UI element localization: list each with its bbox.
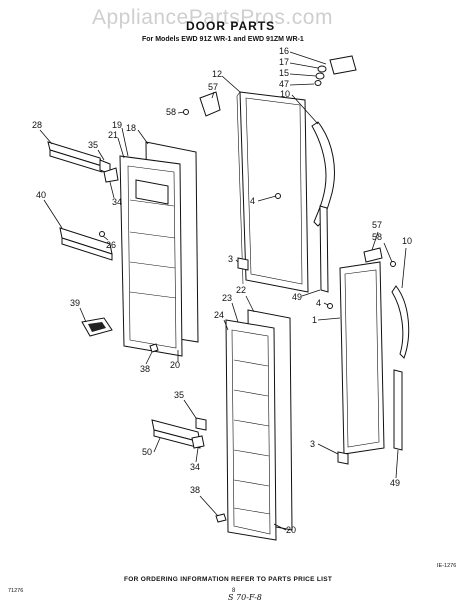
callout-12: 12 <box>212 69 222 79</box>
callout-3-lower: 3 <box>310 439 315 449</box>
callout-22: 22 <box>236 285 246 295</box>
part-hinge-lower <box>363 247 396 267</box>
callout-4-lower: 4 <box>316 298 321 308</box>
callout-21: 21 <box>108 130 118 140</box>
models-subtitle: For Models EWD 91Z WR-1 and EWD 91ZM WR-… <box>142 36 304 43</box>
callouts: 16 17 15 47 12 57 10 58 19 18 21 28 35 <box>32 46 412 535</box>
callout-19: 19 <box>112 120 122 130</box>
callout-40: 40 <box>36 190 46 200</box>
callout-57-lower: 57 <box>372 220 382 230</box>
part-tray-39 <box>81 317 113 337</box>
callout-23: 23 <box>222 293 232 303</box>
callout-20-upper: 20 <box>170 360 180 370</box>
page-number: 8 <box>232 588 236 594</box>
callout-35-lower: 35 <box>174 390 184 400</box>
callout-1: 1 <box>312 315 317 325</box>
callout-17: 17 <box>279 57 289 67</box>
part-vertical-trim-lower <box>393 369 403 451</box>
page-title: DOOR PARTS <box>186 19 276 33</box>
part-screw-38-upper <box>149 343 159 353</box>
callout-26: 26 <box>106 240 116 250</box>
part-freezer-door-liner <box>119 141 199 357</box>
callout-38-upper: 38 <box>140 364 150 374</box>
part-screw-4-upper <box>275 193 281 199</box>
part-vertical-trim-upper <box>319 205 329 293</box>
callout-20-lower: 20 <box>286 525 296 535</box>
part-trim-top-right <box>329 55 357 75</box>
diagram-code-right: IE-1276 <box>437 563 457 569</box>
part-door-handle-lower <box>391 285 410 359</box>
part-fresh-food-door-panel <box>339 261 385 455</box>
callout-18: 18 <box>126 123 136 133</box>
part-door-handle-right <box>311 121 335 227</box>
part-clip-26 <box>99 231 105 237</box>
callout-34-lower: 34 <box>190 462 200 472</box>
callout-4-upper: 4 <box>250 196 255 206</box>
callout-35-upper: 35 <box>88 140 98 150</box>
callout-10: 10 <box>280 89 290 99</box>
part-screw-4-lower <box>327 303 333 309</box>
callout-34-upper: 34 <box>112 197 122 207</box>
callout-49-lower: 49 <box>390 478 400 488</box>
callout-47: 47 <box>279 79 289 89</box>
callout-28: 28 <box>32 120 42 130</box>
callout-3-upper: 3 <box>228 254 233 264</box>
callout-39: 39 <box>70 298 80 308</box>
part-handle-caps <box>314 65 327 86</box>
callout-16: 16 <box>279 46 289 56</box>
callout-38-lower: 38 <box>190 485 200 495</box>
part-hinge-upper <box>183 91 221 117</box>
part-foot-3-lower <box>337 451 349 465</box>
part-screw-38-lower <box>215 513 227 523</box>
part-shelf-end-caps-upper <box>99 159 119 183</box>
callout-50: 50 <box>142 447 152 457</box>
callout-10-lower: 10 <box>402 236 412 246</box>
watermark: AppliancePartsPros.com <box>92 6 333 29</box>
callout-57: 57 <box>208 82 218 92</box>
part-fresh-food-door-liner <box>225 309 293 541</box>
handwritten-note: S 70-F-8 <box>228 593 262 602</box>
callout-49-upper: 49 <box>292 292 302 302</box>
callout-58-lower: 58 <box>372 232 382 242</box>
ordering-note: FOR ORDERING INFORMATION REFER TO PARTS … <box>124 576 333 583</box>
part-freezer-door-panel <box>236 91 309 293</box>
part-foot-3-upper <box>237 257 249 271</box>
callout-15: 15 <box>279 68 289 78</box>
diagram-code-left: 71276 <box>8 588 24 594</box>
part-shelf-bar-28 <box>47 141 103 173</box>
part-shelf-bar-40 <box>59 227 113 261</box>
callout-24: 24 <box>214 310 224 320</box>
callout-58: 58 <box>166 107 176 117</box>
part-shelf-end-caps-lower <box>191 417 207 449</box>
